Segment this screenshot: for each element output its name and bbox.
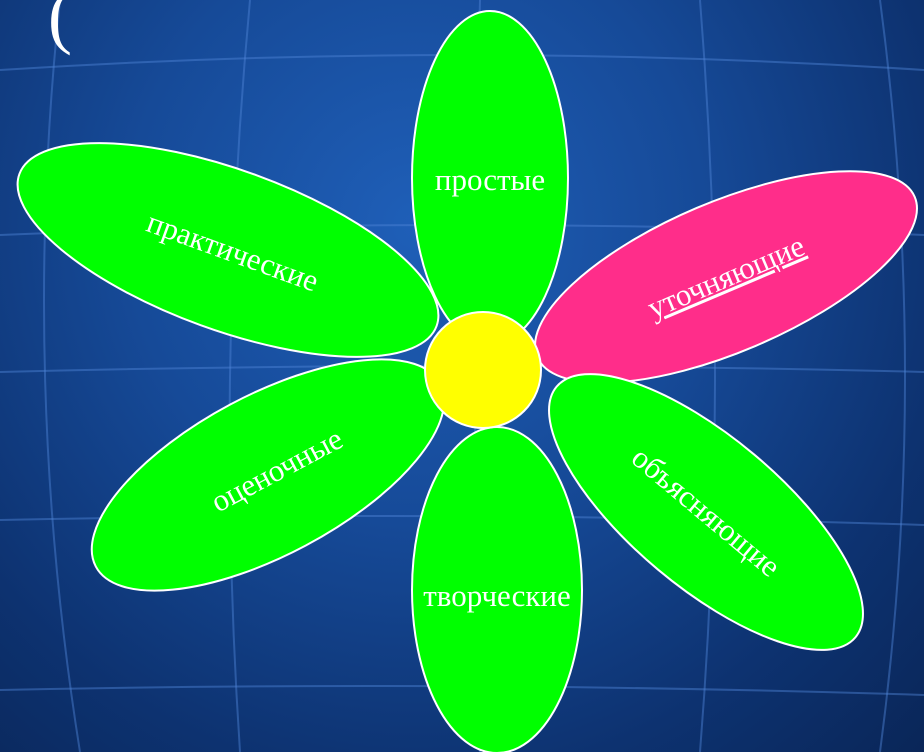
petal-label: простые [435, 162, 545, 197]
petal-tvorcheskie: творческие [412, 427, 582, 752]
petal-prostye: простые [412, 11, 568, 345]
petal-label: творческие [423, 578, 571, 613]
background-paren-glyph: ( [48, 0, 72, 56]
petal-prakticheskie: практические [0, 99, 464, 401]
flower-center [425, 312, 541, 428]
